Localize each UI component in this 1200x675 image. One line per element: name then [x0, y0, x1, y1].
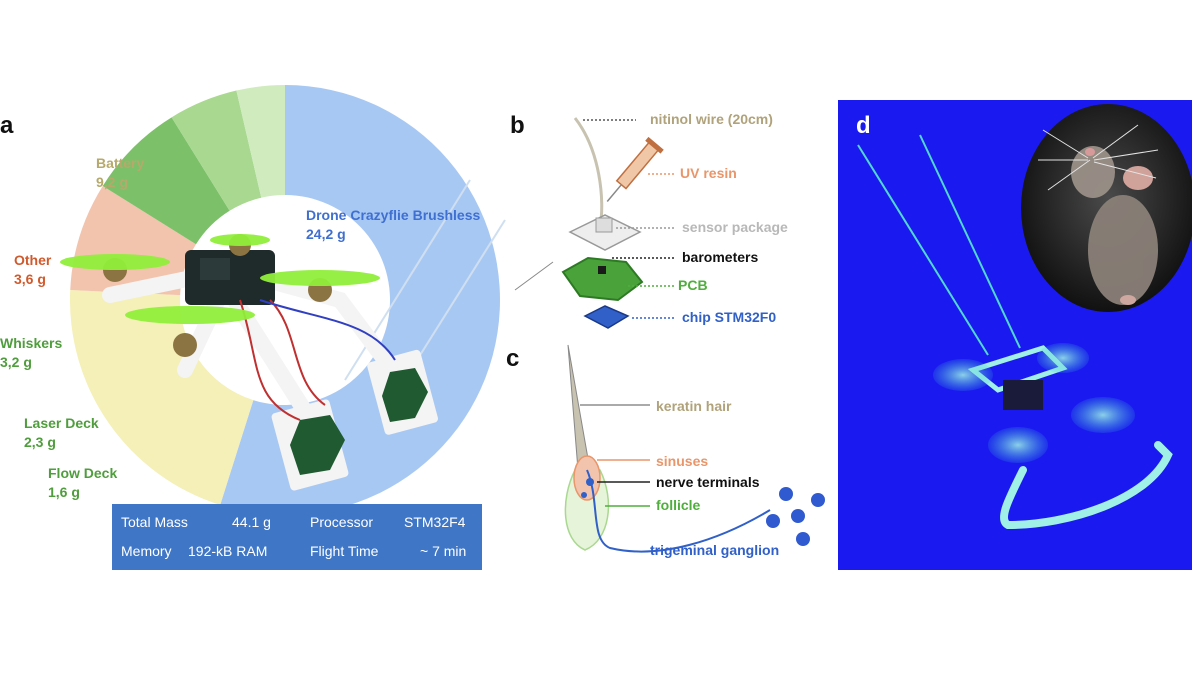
label-ganglion: trigeminal ganglion: [650, 542, 780, 558]
memory-label: Memory: [121, 543, 172, 559]
label-sinuses: sinuses: [656, 453, 709, 469]
slice-value: 3,2 g: [0, 354, 32, 370]
memory-value: 192-kB RAM: [188, 543, 268, 559]
label-pcb: PCB: [678, 277, 708, 293]
pcb-board: [561, 256, 644, 302]
mass-donut-chart: [60, 85, 506, 515]
panel-c-letter: c: [506, 345, 520, 372]
specs-table: Total Mass 44.1 g Processor STM32F4 Memo…: [112, 504, 482, 570]
label-follicle: follicle: [656, 497, 701, 513]
label-keratin: keratin hair: [656, 398, 732, 414]
label-nitinol: nitinol wire (20cm): [650, 111, 773, 127]
slice-label-whiskers: Whiskers 3,2 g: [0, 334, 62, 372]
label-uv-resin: UV resin: [680, 165, 737, 181]
slice-value: 24,2 g: [306, 226, 346, 242]
slice-name: Battery: [96, 155, 145, 171]
total-mass-value: 44.1 g: [232, 514, 271, 530]
panel-b-letter: b: [510, 112, 525, 139]
drone-photo-uv: [838, 100, 1192, 570]
slice-label-laser-deck: Laser Deck 2,3 g: [24, 414, 99, 452]
panel-d-letter: d: [856, 112, 871, 139]
rat-image: [1038, 124, 1159, 305]
slice-label-flow-deck: Flow Deck 1,6 g: [48, 464, 117, 502]
syringe-icon: [606, 136, 664, 203]
label-nerve-terminals: nerve terminals: [656, 474, 760, 490]
label-sensor-package: sensor package: [682, 219, 788, 235]
nitinol-wire: [573, 117, 604, 229]
slice-name: Other: [14, 252, 52, 268]
slice-value: 3,6 g: [14, 271, 46, 287]
slice-name: Flow Deck: [48, 465, 118, 481]
slice-name: Drone Crazyflie Brushless: [306, 207, 481, 223]
chip-icon: [583, 305, 630, 329]
slice-label-drone: Drone Crazyflie Brushless 24,2 g: [306, 206, 480, 244]
keratin-hair: [567, 344, 591, 471]
donut-slice-whiskers: [102, 117, 230, 245]
slice-label-other: Other 3,6 g: [14, 251, 51, 289]
donut-slice-battery: [69, 290, 254, 505]
flight-time-value: ~ 7 min: [420, 543, 467, 559]
panel-a-letter: a: [0, 112, 14, 139]
slice-value: 2,3 g: [24, 434, 56, 450]
flight-time-label: Flight Time: [310, 543, 379, 559]
ganglion-cells: [766, 487, 825, 546]
slice-value: 1,6 g: [48, 484, 80, 500]
slice-name: Laser Deck: [24, 415, 99, 431]
processor-label: Processor: [310, 514, 374, 530]
processor-value: STM32F4: [404, 514, 466, 530]
slice-name: Whiskers: [0, 335, 63, 351]
nerve-path: [586, 469, 771, 553]
donut-slice-flow-deck: [236, 85, 285, 198]
label-barometers: barometers: [682, 249, 759, 265]
slice-label-battery: Battery 9,2 g: [96, 154, 144, 192]
total-mass-label: Total Mass: [121, 514, 188, 530]
donut-slice-laser-deck: [171, 90, 262, 211]
sinus: [573, 455, 601, 501]
drone-photo: [60, 179, 506, 491]
sensor-diagram: [514, 117, 825, 553]
slice-value: 9,2 g: [96, 174, 128, 190]
label-chip: chip STM32F0: [682, 309, 777, 325]
